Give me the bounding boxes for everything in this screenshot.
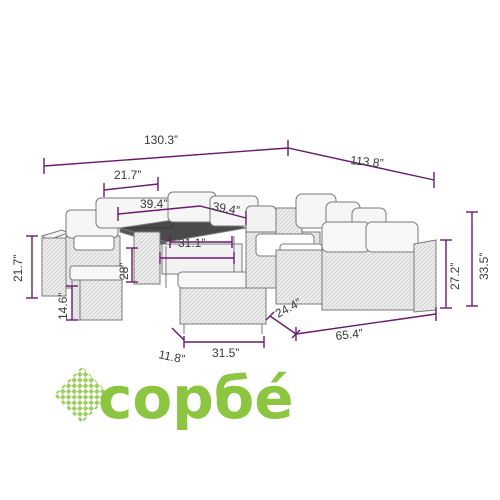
logo-wordmark: сopбé [98, 364, 294, 432]
label-total-depth: 113.8” [350, 153, 384, 170]
left-side-table [40, 229, 70, 297]
label-stool-height: 14.6” [56, 293, 70, 320]
label-bench-depth: 11.8” [157, 347, 186, 366]
label-bench-width: 31.5” [212, 346, 239, 360]
label-total-length: 130.3” [144, 133, 178, 147]
label-table-height: 28” [117, 263, 131, 280]
label-left-height: 21.7” [11, 255, 25, 282]
stool [69, 265, 125, 321]
right-chaise [275, 221, 437, 313]
label-table-width: 39.4” [140, 197, 167, 211]
label-table-depth: 39.4” [211, 199, 240, 218]
label-seat-height: 27.2” [448, 263, 462, 290]
dimension-labels: 130.3” 113.8” 21.7” 39.4” 39.4” 31.1” 28… [11, 133, 491, 366]
label-right-width: 65.4” [335, 326, 364, 343]
label-table-inner: 31.1” [178, 236, 205, 250]
dimension-lines [26, 140, 478, 348]
brand-logo: сopбé [53, 364, 294, 432]
label-sofa-unit-width: 21.7” [114, 168, 141, 182]
label-back-height: 33.5” [477, 253, 491, 280]
